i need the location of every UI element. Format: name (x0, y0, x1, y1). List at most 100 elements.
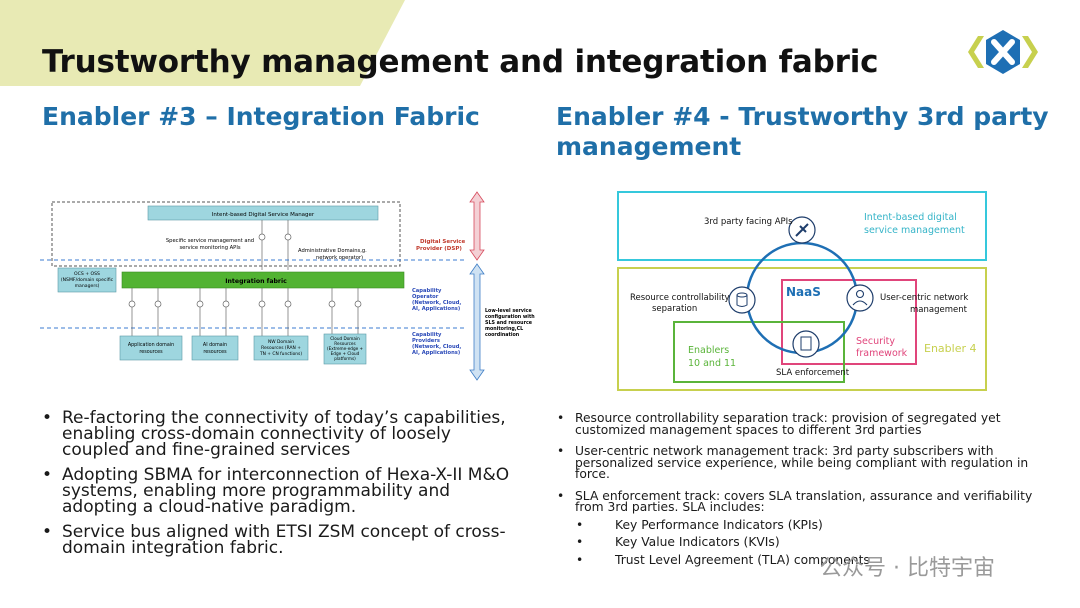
left-bullet-3-line1: Service bus aligned with ETSI ZSM concep… (62, 522, 506, 542)
right-bullet-3: • SLA enforcement track: covers SLA tran… (556, 488, 1036, 567)
yellow-corner-shape (0, 0, 405, 86)
left-bullet-2-line3: adopting a cloud-native paradigm. (62, 497, 357, 517)
cloud-domain-line3: (Extreme-edge + (327, 346, 364, 351)
cloud-domain-line1: Cloud Domain (330, 336, 360, 341)
api-port-icon (258, 233, 266, 241)
intent-service-manager-box (147, 205, 379, 221)
bullet-dot-icon: • (557, 411, 565, 425)
resource-ctrl-line2: separation (652, 304, 697, 314)
bullet-dot-icon: • (557, 444, 565, 458)
security-line2: framework (856, 348, 908, 359)
ocs-oss-box (57, 267, 117, 293)
user-centric-line1: User-centric network (880, 293, 968, 303)
left-bullet-1-line3: coupled and fine-grained services (62, 440, 351, 460)
right-bullet-2-line3: force. (575, 467, 610, 481)
cap-providers-line2: Providers (412, 338, 440, 344)
sla-enforcement-label: SLA enforcement (776, 368, 850, 378)
bullet-dot-icon: • (576, 552, 584, 567)
database-icon (728, 286, 756, 314)
cap-operator-line1: Capability (412, 288, 442, 294)
ocs-oss-line2: (NSMF/domain specific (61, 277, 114, 283)
low-level-range-arrow (469, 263, 485, 381)
enabler4-label: Enabler 4 (924, 342, 977, 355)
naas-label: NaaS (786, 285, 821, 299)
cap-providers-line1: Capability (412, 332, 442, 338)
nw-domain-box (253, 335, 309, 361)
right-heading: Enabler #4 - Trustworthy 3rd party manag… (556, 102, 1056, 162)
ocs-oss-line1: OCS + OSS (74, 271, 100, 277)
cloud-domain-line4: Edge + Cloud (331, 351, 360, 356)
intent-service-manager-label: Intent-based Digital Service Manager (212, 212, 315, 218)
cloud-domain-box (323, 333, 367, 365)
dsp-range-arrow (469, 191, 485, 261)
logo-left-chevron (968, 36, 984, 68)
logo-right-chevron (1022, 36, 1038, 68)
third-party-apis-label: 3rd party facing APIs (704, 217, 793, 227)
provider-connectors (131, 288, 359, 336)
cap-providers-line4: AI, Applications) (412, 350, 460, 356)
intent-mgmt-box (617, 191, 987, 261)
right-bullet-list: • Resource controllability separation tr… (556, 411, 1036, 576)
integration-fabric-diagram: Intent-based Digital Service Manager Spe… (40, 188, 550, 388)
user-shoulders (852, 300, 868, 306)
right-bullet-2-line2: personalized service experience, while b… (575, 455, 1029, 470)
dsp-label-line2: Provider (DSP) (416, 246, 462, 252)
low-level-line2: configuration with (485, 314, 535, 320)
nw-domain-line1: NW Domain (268, 339, 294, 345)
application-domain-box (119, 335, 183, 361)
right-bullet-2: • User-centric network management track:… (556, 444, 1036, 481)
integration-fabric-bar (121, 271, 405, 289)
left-heading: Enabler #3 – Integration Fabric (42, 102, 480, 131)
left-bullet-1-line1: Re-factoring the connectivity of today’s… (62, 408, 506, 428)
cloud-domain-line5: platforms) (334, 356, 356, 361)
plug-glyph (795, 223, 809, 237)
bullet-dot-icon: • (557, 488, 565, 503)
wechat-watermark: 公众号 · 比特宇宙 (820, 556, 995, 581)
left-bullet-2: • Adopting SBMA for interconnection of H… (40, 465, 530, 517)
bullet-dot-icon: • (42, 522, 53, 542)
bullet-dot-icon: • (42, 408, 53, 428)
sla-item-kvi: •Key Value Indicators (KVIs) (576, 535, 780, 549)
specific-service-line2: service monitoring APIs (179, 245, 240, 251)
right-bullet-2-line1: User-centric network management track: 3… (575, 444, 994, 458)
cap-operator-line4: AI, Applications) (412, 306, 460, 312)
cloud-domain-line2: Resources (334, 341, 355, 346)
enabler4-box (617, 267, 987, 391)
intent-mgmt-line1: Intent-based digital (864, 212, 957, 223)
sla-item-kpi: •Key Performance Indicators (KPIs) (576, 517, 823, 532)
app-domain-line1: Application domain (128, 342, 174, 348)
logo-x-mark (991, 39, 1015, 65)
sla-document-icon (792, 330, 820, 358)
nw-domain-line3: TN + CN functions) (259, 351, 302, 357)
low-level-line3: SLS and resource (485, 320, 533, 326)
bullet-dot-icon: • (576, 517, 584, 532)
document-shape (800, 336, 812, 351)
admin-domains-line2: network operator) (316, 255, 363, 261)
right-heading-line2: management (556, 132, 742, 161)
security-line1: Security (856, 336, 895, 347)
left-bullet-list: • Re-factoring the connectivity of today… (40, 410, 530, 565)
resource-ctrl-line1: Resource controllability (630, 293, 730, 303)
right-bullet-1: • Resource controllability separation tr… (556, 411, 1036, 436)
specific-service-line1: Specific service management and (166, 238, 254, 244)
low-level-line1: Low-level service (485, 308, 532, 314)
bullet-dot-icon: • (42, 465, 53, 485)
ai-domain-line2: resources (203, 349, 227, 355)
left-bullet-3-line2: domain integration fabric. (62, 538, 284, 558)
left-bullet-2-line1: Adopting SBMA for interconnection of Hex… (62, 465, 510, 485)
left-bullet-1: • Re-factoring the connectivity of today… (40, 408, 530, 460)
left-bullet-3: • Service bus aligned with ETSI ZSM conc… (40, 522, 530, 558)
trustworthy-mgmt-diagram: 3rd party facing APIs Intent-based digit… (610, 186, 1000, 400)
enablers-10-11-box (673, 321, 845, 383)
hexa-x-logo (958, 26, 1048, 82)
app-domain-line2: resources (139, 349, 163, 355)
admin-domains-line1: Administrative Domains,g. (298, 248, 367, 254)
user-head (855, 289, 865, 299)
low-level-line4: monitoring,CL (485, 326, 523, 332)
dsp-label-line1: Digital Service (420, 239, 466, 245)
ocs-oss-line3: managers) (75, 283, 100, 289)
db-body (736, 295, 748, 307)
right-bullet-3-line2: from 3rd parties. SLA includes: (575, 500, 765, 514)
left-bullet-1-line2: enabling cross-domain connectivity of lo… (62, 424, 451, 444)
right-bullet-3-line1: SLA enforcement track: covers SLA transl… (575, 488, 1033, 503)
